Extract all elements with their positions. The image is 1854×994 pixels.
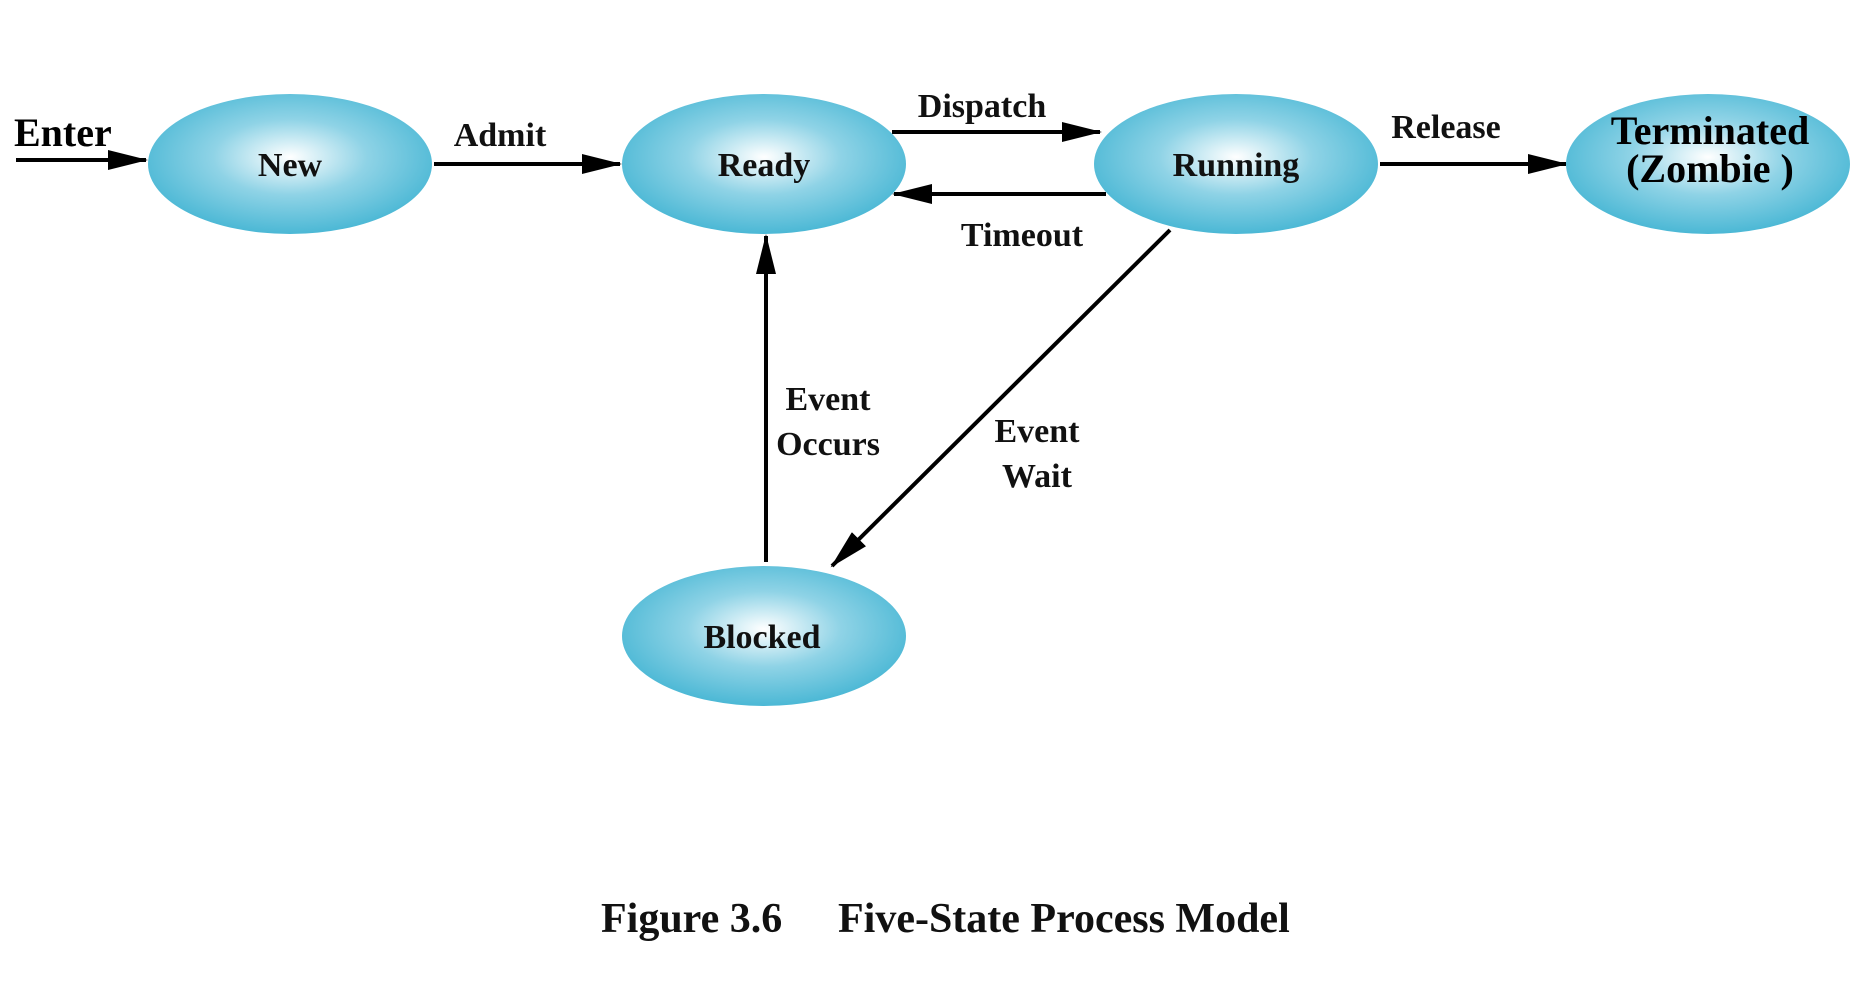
- state-ready-ellipse: [622, 94, 906, 234]
- event-occurs-label-line1: Event: [786, 381, 872, 418]
- timeout-label: Timeout: [961, 217, 1084, 254]
- state-ready: Ready: [622, 94, 906, 234]
- caption-title: Five-State Process Model: [838, 896, 1290, 942]
- event-wait-label-line2: Wait: [1002, 458, 1073, 495]
- state-new: New: [148, 94, 432, 234]
- event-wait-label-line1: Event: [995, 413, 1081, 450]
- transition-event-wait: Event Wait: [830, 228, 1172, 568]
- enter-label: Enter: [14, 110, 112, 155]
- state-running-label: Running: [1173, 147, 1300, 184]
- event-occurs-label-line2: Occurs: [776, 426, 880, 463]
- state-terminated-ellipse: [1566, 94, 1850, 234]
- state-terminated: Terminated (Zombie ): [1566, 94, 1850, 234]
- figure-caption: Figure 3.6 Five-State Process Model: [601, 896, 1290, 942]
- state-terminated-label-line2: (Zombie ): [1626, 146, 1794, 191]
- release-label: Release: [1391, 109, 1501, 146]
- transition-release: Release: [1380, 109, 1568, 174]
- transition-event-occurs: Event Occurs: [756, 234, 880, 562]
- state-ready-label: Ready: [718, 147, 811, 184]
- state-terminated-label-line1: Terminated: [1611, 108, 1810, 153]
- state-running: Running: [1094, 94, 1378, 234]
- state-running-ellipse: [1094, 94, 1378, 234]
- caption-figure-number: Figure 3.6: [601, 896, 782, 942]
- event-wait-arrow: [830, 228, 1172, 568]
- state-new-label: New: [258, 147, 323, 184]
- state-blocked-label: Blocked: [703, 619, 820, 656]
- transition-dispatch: Dispatch: [892, 88, 1102, 142]
- transition-admit: Admit: [434, 117, 622, 174]
- state-new-ellipse: [148, 94, 432, 234]
- state-blocked: Blocked: [622, 566, 906, 706]
- admit-label: Admit: [454, 117, 547, 154]
- transition-timeout: Timeout: [892, 184, 1106, 254]
- enter-transition: Enter: [14, 110, 148, 170]
- state-blocked-ellipse: [622, 566, 906, 706]
- dispatch-label: Dispatch: [918, 88, 1047, 125]
